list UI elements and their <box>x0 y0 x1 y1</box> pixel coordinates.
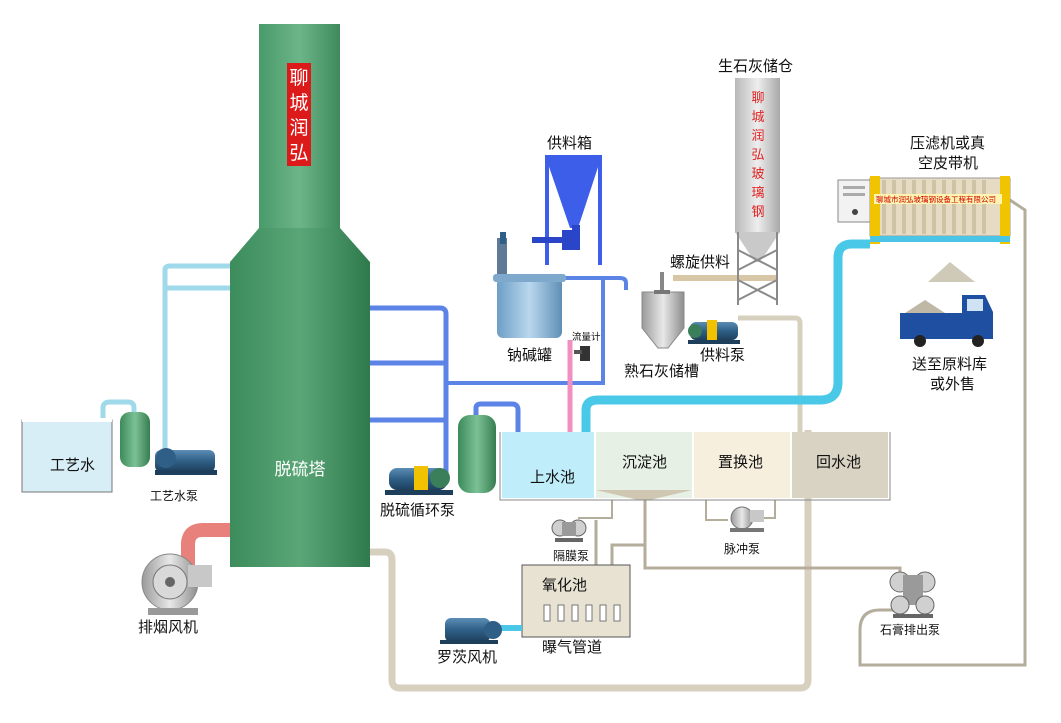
feed-valve[interactable] <box>562 230 580 250</box>
gypsum-pump-label: 石膏排出泵 <box>880 622 940 637</box>
soda-tank[interactable] <box>497 278 562 338</box>
diaphragm-pump[interactable] <box>551 519 587 542</box>
exhaust-fan[interactable] <box>141 553 212 615</box>
settling-to-diaphragm <box>578 500 613 519</box>
circulation-pump-label: 脱硫循环泵 <box>380 501 455 519</box>
brand-char-2: 润 <box>289 117 308 139</box>
soda-tank-label: 钠碱罐 <box>507 346 552 364</box>
roots-blower-label: 罗茨风机 <box>437 648 497 666</box>
feed-pump-label: 供料泵 <box>700 346 745 364</box>
diaphragm-pump-label: 隔膜泵 <box>553 549 589 563</box>
silo-char-6: 钢 <box>751 205 764 220</box>
oxidation-outlet-pipe <box>610 543 645 565</box>
screw-conveyor <box>673 275 778 281</box>
silo-support <box>737 232 778 305</box>
pulse-pump-pipe <box>705 500 728 521</box>
process-water-up-pipe <box>162 263 232 455</box>
brand-char-3: 弘 <box>289 142 308 164</box>
upper-pool-return-pipe <box>473 401 521 470</box>
gypsum-out-line <box>858 198 1027 667</box>
process-water-cylinder <box>120 412 150 467</box>
brand-char-0: 聊 <box>289 67 308 89</box>
replacement-pool <box>694 432 790 498</box>
silo-char-3: 弘 <box>751 148 764 163</box>
settling-pool <box>596 432 692 498</box>
process-water-pump[interactable] <box>155 448 217 475</box>
process-water-label: 工艺水 <box>50 456 95 474</box>
feed-box-label: 供料箱 <box>547 134 592 152</box>
filter-banner <box>874 194 1002 204</box>
flowmeter-label: 流量计 <box>572 331 601 343</box>
process-water-pump-label: 工艺水泵 <box>150 489 198 503</box>
lime-feed-pipe <box>738 315 803 432</box>
gypsum-line <box>643 500 902 585</box>
pulse-pump-pipe-out <box>760 500 776 519</box>
tower-body[interactable] <box>230 262 370 567</box>
silo-char-1: 城 <box>751 110 764 125</box>
brand-char-1: 城 <box>289 92 308 114</box>
aerators <box>543 604 621 622</box>
feed-box-to-tank-pipe <box>555 276 628 290</box>
return-pool <box>792 432 888 498</box>
flowmeter[interactable] <box>580 346 590 361</box>
filter-water-pipe <box>581 239 870 432</box>
pulse-pump[interactable] <box>730 506 764 532</box>
lime-silo <box>735 78 780 233</box>
send-label-2: 或外售 <box>930 375 975 393</box>
gypsum-pump[interactable] <box>889 571 936 618</box>
oxidation-pool-label: 氧化池 <box>542 576 587 594</box>
circulation-pump[interactable] <box>385 466 453 495</box>
return-pipe-tower <box>370 430 812 692</box>
pool-frame <box>499 432 891 501</box>
circulation-green-tank <box>458 415 496 493</box>
process-water-tank <box>21 419 113 493</box>
filter-press-label-1: 压滤机或真 <box>910 134 985 152</box>
truck <box>900 295 993 347</box>
silo-char-4: 玻 <box>751 167 764 182</box>
lime-silo-cone <box>735 232 780 262</box>
silo-char-2: 润 <box>751 129 764 144</box>
return-pool-label: 回水池 <box>816 453 861 471</box>
slaked-lime-tank[interactable] <box>641 291 685 349</box>
brand-banner <box>287 63 311 166</box>
roots-blower[interactable] <box>440 618 502 644</box>
soda-to-tower-pipe <box>446 278 605 385</box>
gypsum-pile <box>928 262 975 282</box>
filter-press-label-2: 空皮带机 <box>918 154 978 172</box>
flue-pipe <box>181 523 232 572</box>
tower-label: 脱硫塔 <box>275 460 326 480</box>
feed-box-hopper <box>545 155 602 228</box>
filter-banner-text: 聊城市润弘玻璃钢设备工程有限公司 <box>876 194 996 204</box>
send-label-1: 送至原料库 <box>912 355 987 373</box>
oxidation-pool <box>521 564 631 638</box>
silo-char-5: 璃 <box>751 186 764 201</box>
tower-shoulder <box>230 228 370 262</box>
upper-pool <box>502 432 594 498</box>
slaked-lime-tank-label: 熟石灰储槽 <box>624 362 699 380</box>
aeration-pipe-label: 曝气管道 <box>542 638 602 656</box>
settling-pool-label: 沉淀池 <box>622 453 667 471</box>
feed-pump[interactable] <box>688 320 740 344</box>
exhaust-fan-label: 排烟风机 <box>138 618 198 636</box>
circulation-pipe-1 <box>370 305 449 480</box>
pulse-pump-label: 脉冲泵 <box>724 541 760 556</box>
upper-pool-label: 上水池 <box>530 468 575 486</box>
filter-press[interactable] <box>869 176 1011 244</box>
replacement-pool-label: 置换池 <box>718 453 763 471</box>
silo-title: 生石灰储仓 <box>718 57 793 75</box>
silo-char-0: 聊 <box>751 91 764 106</box>
process-water-pipe <box>100 399 137 422</box>
screw-feed-label: 螺旋供料 <box>670 253 730 271</box>
